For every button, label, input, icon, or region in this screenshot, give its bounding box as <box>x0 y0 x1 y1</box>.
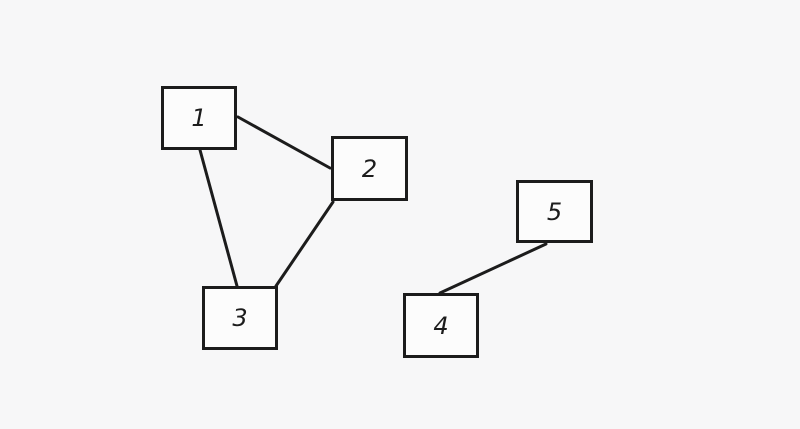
node-5[interactable]: 5 <box>516 180 593 243</box>
edge-2-3[interactable] <box>274 200 335 288</box>
node-label-3: 3 <box>232 304 248 332</box>
node-label-4: 4 <box>433 311 449 340</box>
node-label-5: 5 <box>546 197 563 226</box>
node-label-1: 1 <box>191 104 207 132</box>
node-4[interactable]: 4 <box>403 293 479 358</box>
edge-1-3[interactable] <box>198 148 239 288</box>
node-1[interactable]: 1 <box>161 86 237 150</box>
edge-5-4[interactable] <box>438 242 548 295</box>
node-label-2: 2 <box>361 154 378 183</box>
edge-1-2[interactable] <box>236 115 332 170</box>
node-3[interactable]: 3 <box>202 286 278 350</box>
node-2[interactable]: 2 <box>331 136 408 201</box>
